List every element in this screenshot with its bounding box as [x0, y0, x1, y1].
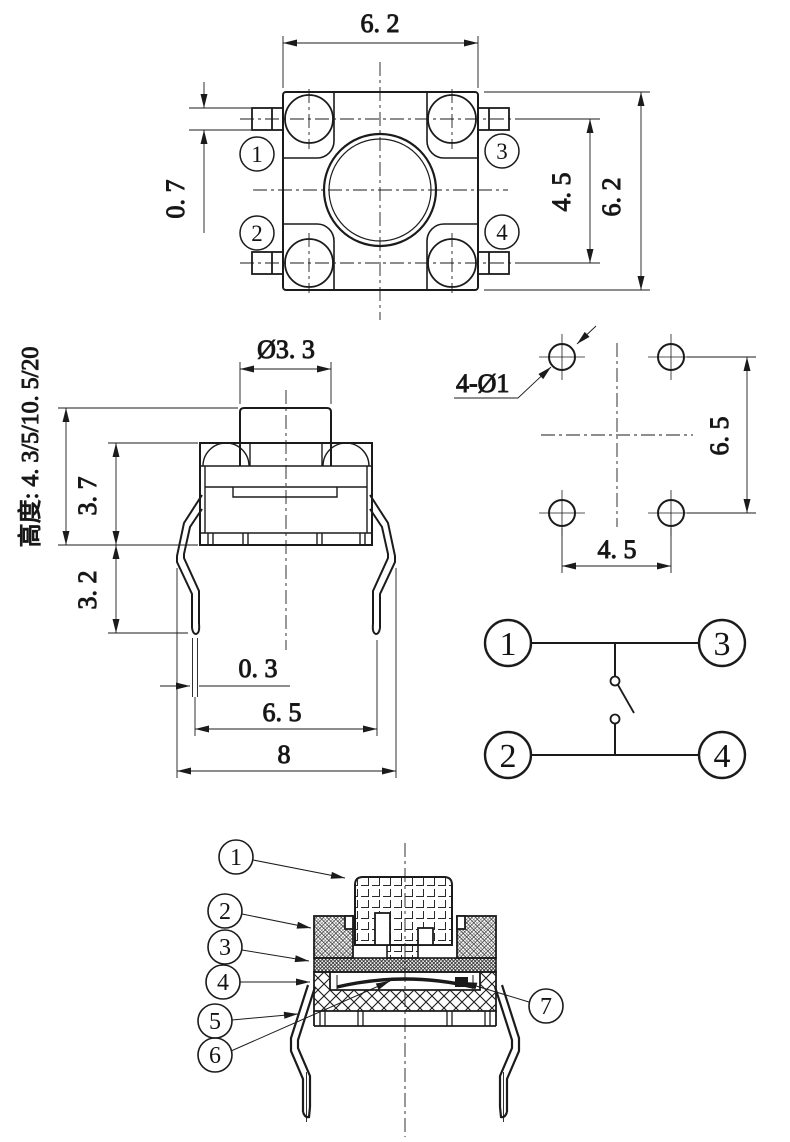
dim-pin-pitch-text: 4. 5: [547, 173, 576, 212]
dim-lead-length: [108, 545, 188, 634]
stem-outline: [239, 407, 332, 466]
corner-rivets: [284, 94, 477, 288]
front-body-details: [200, 442, 372, 545]
dim-lead-span-text: 6. 5: [263, 698, 302, 727]
dim-lead-thickness-text: 0. 3: [239, 654, 278, 683]
top-view-centerlines: [240, 62, 522, 320]
top-view: 1 2 3 4 6. 2 0. 7 4. 5: [161, 9, 650, 320]
pin-balloons: [239, 133, 520, 251]
hole-callout-text: 4-Ø1: [456, 369, 509, 398]
circuit-wires: [531, 642, 699, 756]
dim-lead-span: [194, 640, 378, 736]
dim-top-width: [282, 36, 479, 88]
pin-4-label: 4: [496, 220, 508, 245]
corner-fillets: [283, 92, 478, 290]
dim-height-options: [58, 407, 238, 546]
terminal-1-label: 1: [500, 626, 517, 663]
side-pins: [251, 107, 510, 275]
dim-stem-diameter-text: Ø3. 3: [257, 335, 315, 364]
front-body: [199, 442, 373, 546]
dim-pcb-horizontal-pitch: [561, 528, 672, 573]
front-legs: [176, 494, 396, 636]
pin-2-label: 2: [251, 221, 263, 246]
section-bottom-band: [313, 1011, 497, 1027]
front-view: Ø3. 3 高度: 4. 3/5/10. 5/20 3. 7 3. 2 0. 3: [17, 335, 397, 778]
pcb-layout: 4-Ø1 6. 5 4. 5: [454, 325, 756, 573]
circuit-diagram: 1 3 2 4: [483, 618, 747, 780]
section-view: 1 2 3 4 5 6 7: [197, 839, 564, 1137]
dim-body-height-text: 6. 2: [597, 178, 626, 217]
section-housing: [313, 915, 497, 959]
pin-1-label: 1: [251, 142, 263, 167]
dim-pin-thickness-text: 0. 7: [161, 180, 190, 219]
dim-top-width-text: 6. 2: [361, 9, 400, 38]
dim-lead-length-text: 3. 2: [73, 571, 102, 610]
dim-pcb-horizontal-pitch-text: 4. 5: [598, 535, 637, 564]
pcb-crosshair: [541, 343, 693, 527]
dim-body-height: [484, 91, 650, 291]
dim-pin-pitch: [522, 118, 600, 264]
dim-overall-span: [176, 568, 397, 778]
callout-2-label: 2: [219, 899, 231, 925]
section-callouts: 1 2 3 4 5 6 7: [197, 839, 564, 1073]
callout-6-label: 6: [209, 1043, 221, 1069]
hole-callout-leader: [454, 325, 597, 399]
dim-pcb-vertical-pitch: [687, 356, 756, 514]
switch-symbol: [609, 675, 635, 725]
terminal-2-label: 2: [500, 738, 517, 775]
dim-overall-span-text: 8: [278, 740, 291, 769]
dim-front-body-height: [108, 442, 198, 545]
section-membrane: [313, 957, 497, 973]
callout-5-label: 5: [209, 1009, 221, 1035]
pin-3-label: 3: [496, 139, 508, 164]
dim-pin-thickness: [189, 82, 251, 233]
section-stem: [354, 876, 453, 959]
dim-pcb-vertical-pitch-text: 6. 5: [705, 417, 734, 456]
terminal-3-label: 3: [714, 626, 731, 663]
callout-4-label: 4: [217, 970, 229, 996]
dim-stem-diameter: [239, 362, 332, 404]
section-legs: [289, 984, 521, 1122]
callout-3-label: 3: [219, 935, 231, 961]
terminal-4-label: 4: [714, 738, 731, 775]
dim-height-options-text: 高度: 4. 3/5/10. 5/20: [17, 347, 44, 548]
callout-1-label: 1: [230, 845, 242, 871]
callout-7-label: 7: [540, 994, 552, 1020]
switch-body-outline: [282, 91, 479, 291]
section-dome-contact: [336, 975, 474, 991]
dim-lead-thickness: [160, 638, 290, 697]
center-button: [322, 132, 438, 248]
dim-front-body-height-text: 3. 7: [73, 477, 102, 516]
